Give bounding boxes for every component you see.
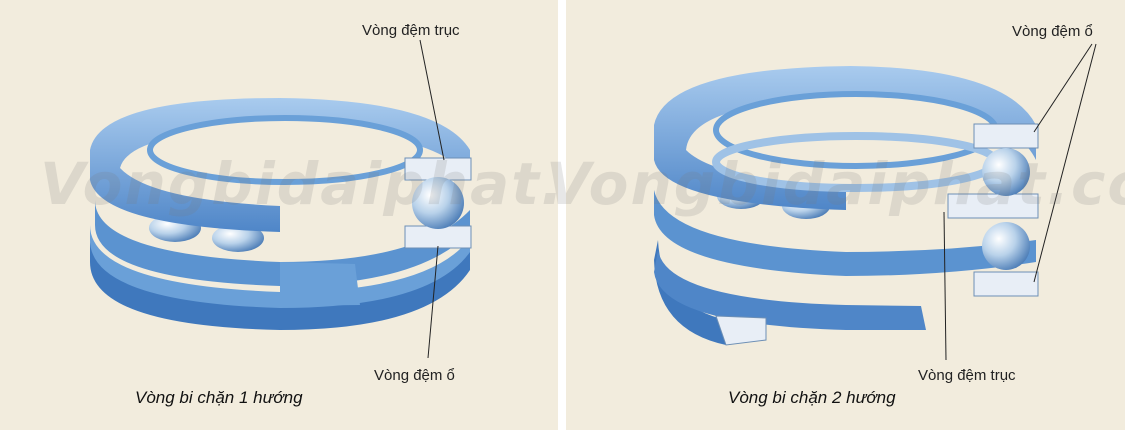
bearing-cross-section: [715, 123, 1039, 346]
double-direction-bearing-illustration: [654, 43, 1097, 361]
single-direction-bearing-illustration: [90, 39, 472, 359]
housing-washer: [90, 225, 470, 330]
upper-housing-washer: [654, 66, 1036, 210]
label-shaft-washer: Vòng đệm trục: [362, 22, 460, 39]
leader-line-shaft-washer: [943, 211, 947, 361]
leader-line-shaft-washer: [419, 39, 445, 161]
caption-single-direction: Vòng bi chặn 1 hướng: [135, 388, 303, 407]
label-housing-washer: Vòng đệm ổ: [1012, 23, 1093, 40]
leader-line-housing-washer-top: [1033, 43, 1093, 133]
leader-line-housing-washer: [427, 245, 439, 359]
label-housing-washer: Vòng đệm ổ: [374, 367, 455, 384]
lower-housing-washer: [654, 240, 926, 345]
label-shaft-washer: Vòng đệm trục: [918, 367, 1016, 384]
watermark-text: Vongbidaiphat.com: [546, 150, 1125, 218]
panel-single-direction: Vongbidaiphat.com Vòng đệm trục Vòng đệm…: [0, 0, 704, 430]
panel-double-direction: Vongbidaiphat.com Vòng đệm ổ Vòng đệm tr…: [546, 0, 1125, 430]
ball-row: [95, 200, 470, 286]
leader-line-housing-washer-bottom: [1033, 43, 1097, 283]
bearing-cross-section: [280, 157, 472, 306]
caption-double-direction: Vòng bi chặn 2 hướng: [728, 388, 896, 407]
shaft-washer: [90, 98, 470, 232]
